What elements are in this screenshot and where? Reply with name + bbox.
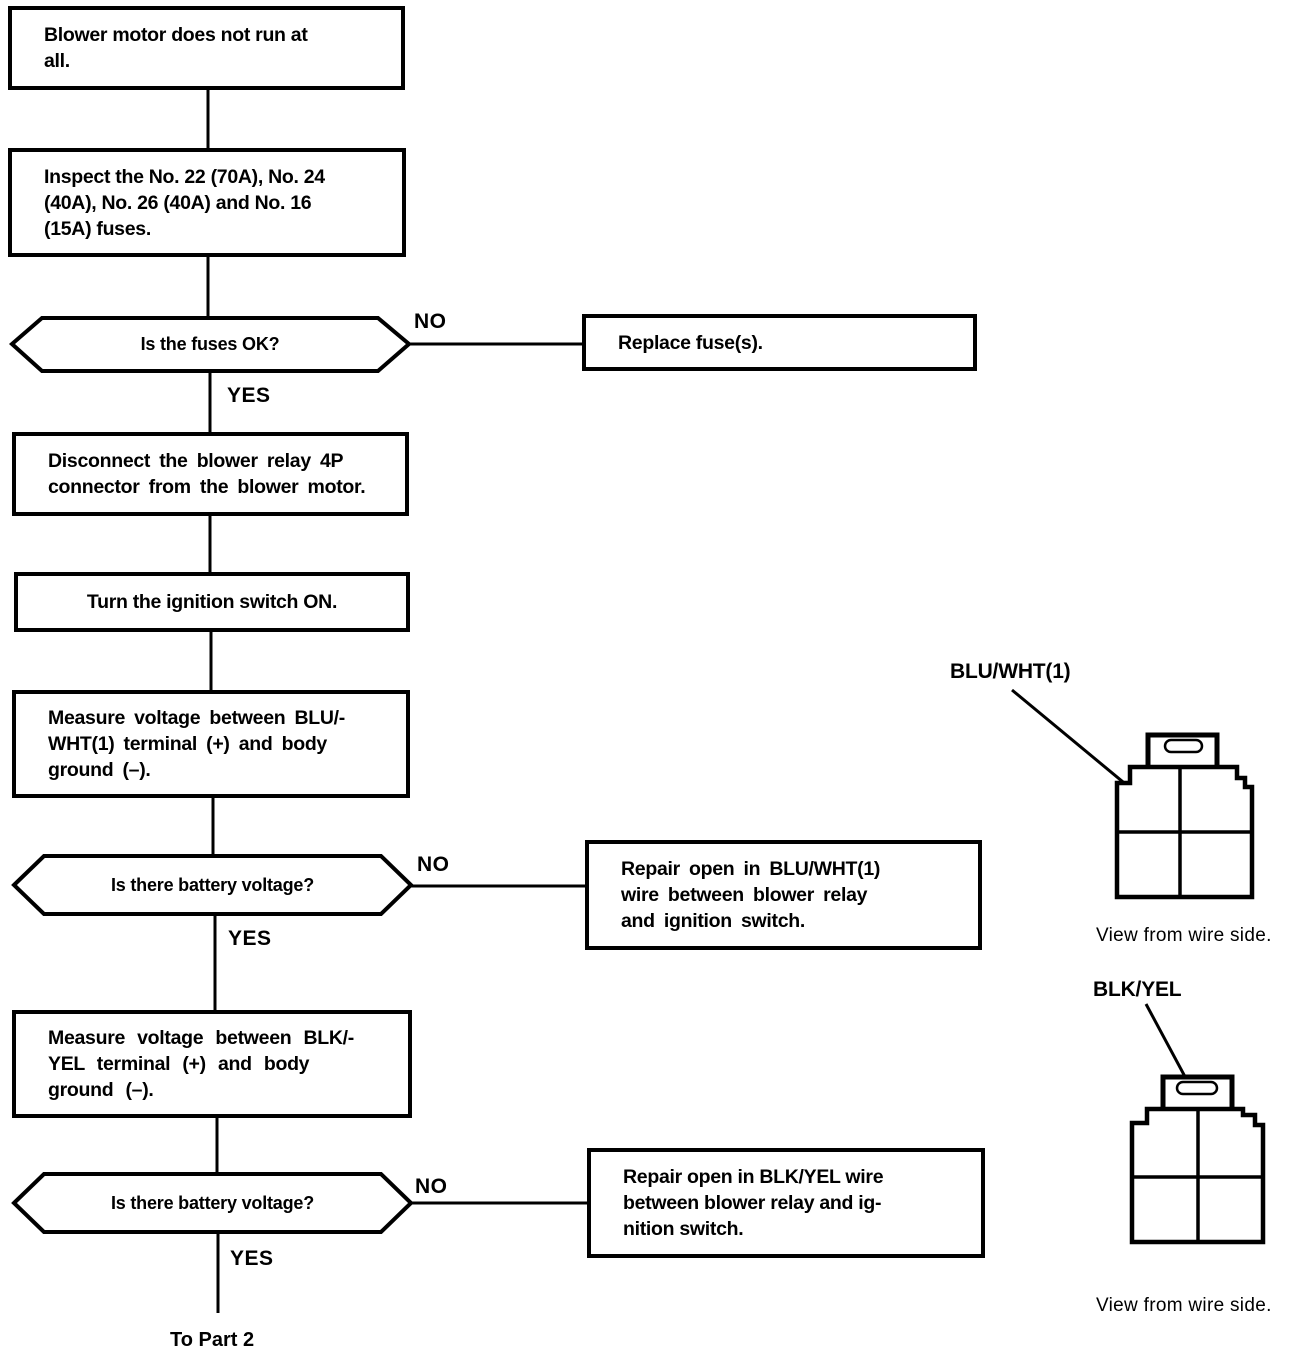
decision-hexagon-battery-voltage-1 xyxy=(11,854,414,916)
yes-label-2: YES xyxy=(228,927,272,950)
blu-wht-wire-label: BLU/WHT(1) xyxy=(950,660,1071,683)
connector1-tab-slot xyxy=(1163,738,1204,754)
to-part-2-label: To Part 2 xyxy=(170,1329,255,1351)
start-box: Blower motor does not run at all. xyxy=(8,6,405,90)
disconnect-connector-box: Disconnect the blower relay 4P connector… xyxy=(12,432,409,516)
connector2-tab-slot xyxy=(1175,1080,1219,1096)
no-label-3: NO xyxy=(415,1175,448,1198)
repair-blu-wht-box: Repair open in BLU/WHT(1) wire between b… xyxy=(585,840,982,950)
connector1-caption: View from wire side. xyxy=(1096,925,1272,946)
no-label-2: NO xyxy=(417,853,450,876)
decision-hexagon-fuses-ok xyxy=(8,316,413,373)
connector1-tab xyxy=(1145,732,1220,771)
repair-blk-yel-box: Repair open in BLK/YEL wire between blow… xyxy=(587,1148,985,1258)
decision-hexagon-battery-voltage-2 xyxy=(11,1172,414,1234)
measure-blk-yel-box: Measure voltage between BLK/- YEL termin… xyxy=(12,1010,412,1118)
blk-yel-wire-label: BLK/YEL xyxy=(1093,978,1182,1001)
replace-fuses-box: Replace fuse(s). xyxy=(582,314,977,371)
no-label-1: NO xyxy=(414,310,447,333)
yes-label-3: YES xyxy=(230,1247,274,1270)
decision-battery-voltage-2-label: Is there battery voltage? xyxy=(110,1192,315,1213)
decision-battery-voltage-1-label: Is there battery voltage? xyxy=(110,874,315,895)
measure-blu-wht-box: Measure voltage between BLU/- WHT(1) ter… xyxy=(12,690,410,798)
yes-label-1: YES xyxy=(227,384,271,407)
ignition-on-box: Turn the ignition switch ON. xyxy=(14,572,410,632)
inspect-fuses-box: Inspect the No. 22 (70A), No. 24 (40A), … xyxy=(8,148,406,257)
connector2-caption: View from wire side. xyxy=(1096,1295,1272,1316)
decision-fuses-ok-label: Is the fuses OK? xyxy=(140,334,280,354)
